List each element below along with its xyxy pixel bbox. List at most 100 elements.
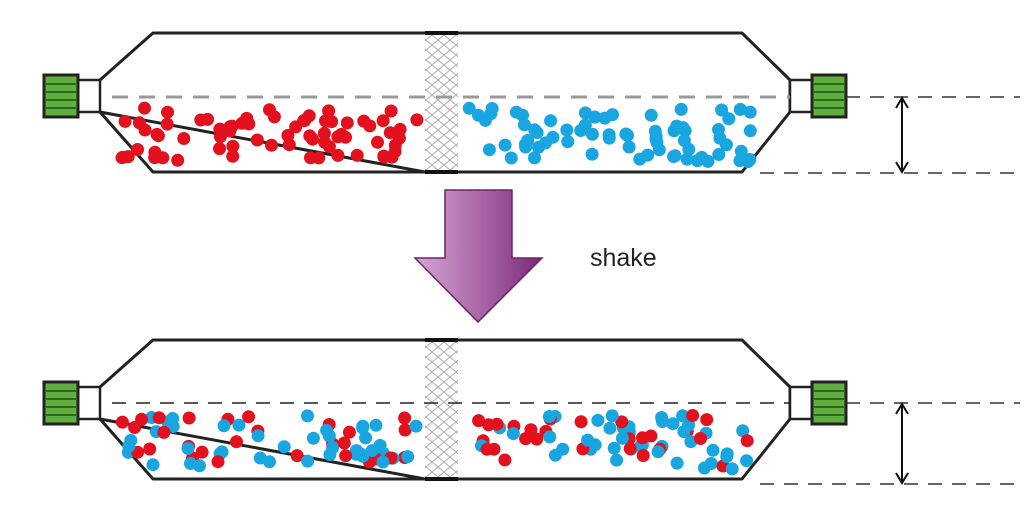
particle bbox=[195, 445, 209, 459]
particle bbox=[521, 134, 535, 147]
particle bbox=[585, 147, 599, 161]
particle bbox=[490, 417, 504, 431]
particle bbox=[194, 113, 208, 127]
particle bbox=[263, 103, 276, 117]
particle bbox=[668, 149, 682, 163]
particle bbox=[743, 105, 757, 119]
particle bbox=[706, 443, 720, 457]
particle bbox=[339, 449, 353, 463]
particle bbox=[561, 135, 575, 149]
particle bbox=[480, 442, 494, 456]
particle bbox=[736, 424, 750, 438]
particle bbox=[230, 435, 243, 449]
particle bbox=[504, 151, 518, 165]
particle bbox=[509, 105, 523, 119]
particle bbox=[542, 410, 556, 423]
particle bbox=[666, 417, 680, 431]
particle bbox=[644, 108, 658, 122]
particle bbox=[655, 411, 669, 424]
particle bbox=[331, 148, 345, 162]
particle bbox=[157, 425, 171, 439]
particle bbox=[152, 411, 166, 425]
particle bbox=[143, 442, 157, 456]
particle bbox=[298, 114, 312, 127]
particle bbox=[636, 449, 650, 462]
particle bbox=[193, 459, 206, 473]
particle bbox=[242, 410, 256, 424]
particle bbox=[651, 445, 665, 459]
particle bbox=[365, 444, 379, 458]
particle bbox=[393, 122, 407, 136]
particle bbox=[740, 434, 754, 448]
particle bbox=[720, 447, 734, 461]
particle bbox=[548, 448, 562, 462]
particle bbox=[115, 415, 129, 429]
particle bbox=[398, 423, 412, 437]
particle bbox=[677, 425, 691, 439]
particle bbox=[615, 431, 629, 445]
particle bbox=[485, 102, 499, 115]
particle bbox=[712, 148, 726, 161]
particle bbox=[398, 411, 412, 425]
particle bbox=[181, 442, 195, 455]
particle bbox=[740, 454, 754, 468]
particle bbox=[701, 154, 715, 168]
particle bbox=[122, 439, 136, 453]
particle bbox=[524, 423, 538, 437]
particle bbox=[277, 440, 291, 454]
particle bbox=[217, 419, 231, 433]
particle bbox=[560, 123, 574, 137]
particle bbox=[606, 108, 619, 122]
particle bbox=[148, 151, 162, 165]
particle bbox=[602, 128, 616, 142]
particle bbox=[166, 412, 180, 425]
particle bbox=[482, 143, 496, 157]
particle bbox=[317, 126, 331, 140]
particle bbox=[171, 153, 185, 167]
particle bbox=[543, 430, 557, 444]
particle bbox=[226, 149, 240, 163]
particle bbox=[304, 151, 317, 165]
particle bbox=[697, 461, 711, 475]
particle bbox=[650, 135, 664, 149]
particle bbox=[350, 148, 364, 162]
particle bbox=[356, 449, 370, 463]
particle bbox=[585, 127, 599, 141]
shake-arrow bbox=[413, 189, 544, 324]
particle bbox=[322, 140, 336, 154]
particle bbox=[676, 409, 690, 423]
particle bbox=[138, 123, 152, 137]
particle bbox=[682, 142, 696, 156]
particle bbox=[715, 103, 729, 117]
particle bbox=[622, 140, 636, 154]
particle bbox=[615, 415, 629, 429]
particles-before bbox=[115, 101, 757, 169]
bottle-after bbox=[42, 338, 848, 481]
particle bbox=[603, 421, 617, 435]
particle bbox=[619, 127, 633, 141]
particle bbox=[733, 154, 747, 168]
particle bbox=[462, 101, 476, 115]
particle bbox=[588, 438, 602, 452]
particle bbox=[743, 124, 757, 138]
particle bbox=[478, 113, 492, 127]
particle bbox=[340, 116, 354, 130]
particle bbox=[128, 421, 142, 434]
particle bbox=[719, 138, 733, 152]
particle bbox=[290, 449, 304, 463]
particle bbox=[401, 450, 415, 464]
particle bbox=[235, 116, 249, 130]
particle bbox=[301, 409, 314, 423]
particle bbox=[356, 419, 370, 433]
particle bbox=[636, 431, 649, 445]
particle bbox=[376, 114, 390, 128]
particle bbox=[306, 431, 320, 445]
particle bbox=[150, 127, 164, 141]
particle bbox=[334, 127, 348, 141]
particle bbox=[319, 114, 332, 128]
particle bbox=[253, 451, 267, 465]
particle bbox=[700, 413, 714, 427]
particle bbox=[232, 418, 246, 432]
